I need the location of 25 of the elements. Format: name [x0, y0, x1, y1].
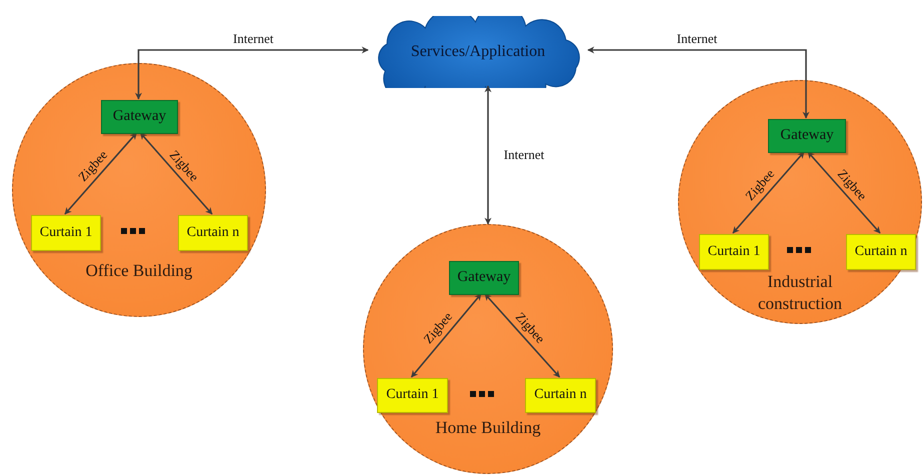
- building-label: Industrial construction: [756, 271, 844, 316]
- gateway-box: Gateway: [768, 119, 846, 153]
- connector-arrow: [484, 85, 492, 225]
- device-box: Curtain n: [846, 234, 916, 270]
- connector-arrow: [587, 46, 810, 119]
- connector-arrow: [135, 46, 369, 100]
- building-label: Office Building: [84, 260, 194, 282]
- device-box: Curtain 1: [377, 378, 448, 413]
- gateway-box: Gateway: [101, 100, 178, 134]
- edge-label: Internet: [233, 31, 274, 47]
- edge-label: Internet: [504, 147, 544, 163]
- device-box: Curtain 1: [699, 234, 769, 270]
- connector-arrow: [807, 151, 881, 234]
- device-box: Curtain n: [178, 215, 248, 251]
- connector-arrow: [410, 293, 482, 378]
- connector-arrow: [484, 293, 560, 378]
- connector-arrow: [732, 151, 805, 234]
- gateway-box: Gateway: [449, 261, 519, 295]
- building-label: Home Building: [434, 417, 542, 439]
- device-box: Curtain n: [525, 378, 596, 413]
- edge-label: Internet: [676, 31, 718, 47]
- connector-arrow: [140, 132, 213, 215]
- cloud-label: Services/Application: [410, 43, 546, 61]
- device-box: Curtain 1: [31, 215, 101, 251]
- connector-arrow: [64, 132, 138, 215]
